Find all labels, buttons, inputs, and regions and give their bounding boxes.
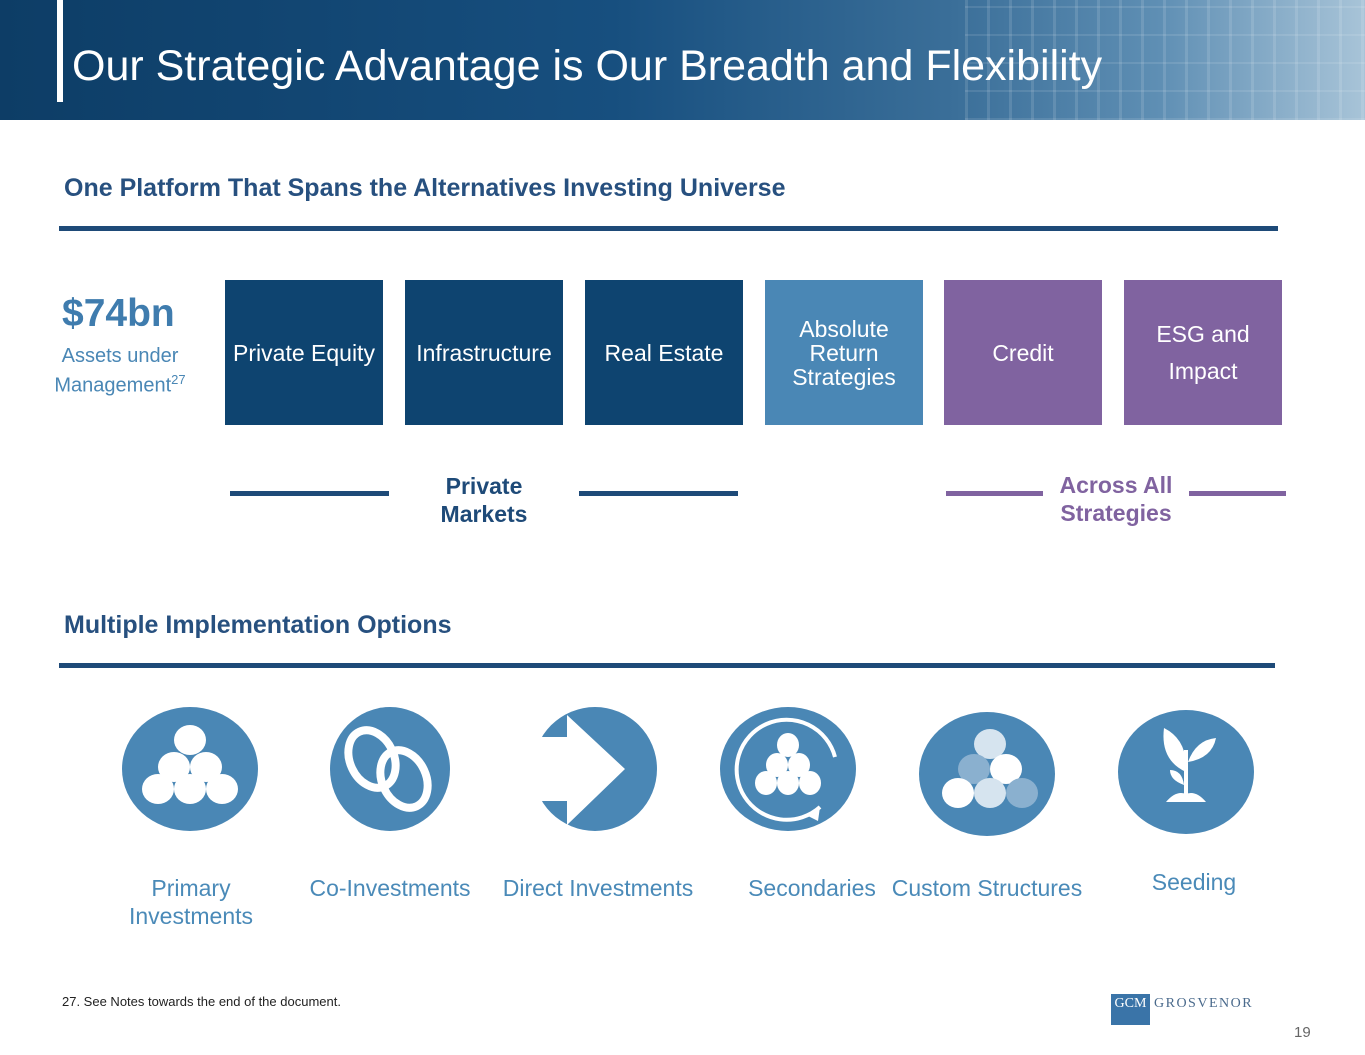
primary-investments-icon (122, 707, 258, 831)
direct-investments-arrow-icon (525, 707, 657, 831)
box-esg: ESG and Impact (1124, 280, 1282, 425)
page-number: 19 (1294, 1024, 1311, 1041)
secondaries-icon (720, 707, 856, 831)
divider (230, 491, 389, 496)
group-across-all: Across All Strategies (1059, 472, 1173, 526)
option-secondaries: Secondaries (748, 875, 876, 901)
divider (1189, 491, 1286, 496)
option-co-investments: Co-Investments (309, 875, 471, 901)
option-direct-investments: Direct Investments (502, 875, 694, 901)
platform-heading: One Platform That Spans the Alternatives… (64, 174, 786, 202)
box-absolute-return: Absolute Return Strategies (765, 280, 923, 425)
option-primary-investments: Primary Investments (129, 875, 253, 929)
box-private-equity: Private Equity (225, 280, 383, 425)
header-banner (0, 0, 1365, 120)
aum-value: $74bn (62, 292, 175, 335)
divider (59, 226, 1278, 231)
option-seeding: Seeding (1151, 869, 1237, 895)
group-private-markets: Private Markets (440, 473, 528, 527)
box-real-estate: Real Estate (585, 280, 743, 425)
option-custom-structures: Custom Structures (891, 875, 1083, 901)
implementation-heading: Multiple Implementation Options (64, 611, 452, 639)
custom-structures-icon (919, 712, 1055, 836)
footnote: 27. See Notes towards the end of the doc… (62, 994, 341, 1009)
logo-mark: GCM (1111, 994, 1150, 1025)
box-infrastructure: Infrastructure (405, 280, 563, 425)
divider (579, 491, 738, 496)
co-investments-icon (330, 707, 450, 831)
page-title: Our Strategic Advantage is Our Breadth a… (72, 42, 1103, 90)
divider (59, 663, 1275, 668)
seeding-plant-icon (1118, 710, 1254, 834)
divider (946, 491, 1043, 496)
box-credit: Credit (944, 280, 1102, 425)
logo-text: GROSVENOR (1154, 996, 1254, 1011)
